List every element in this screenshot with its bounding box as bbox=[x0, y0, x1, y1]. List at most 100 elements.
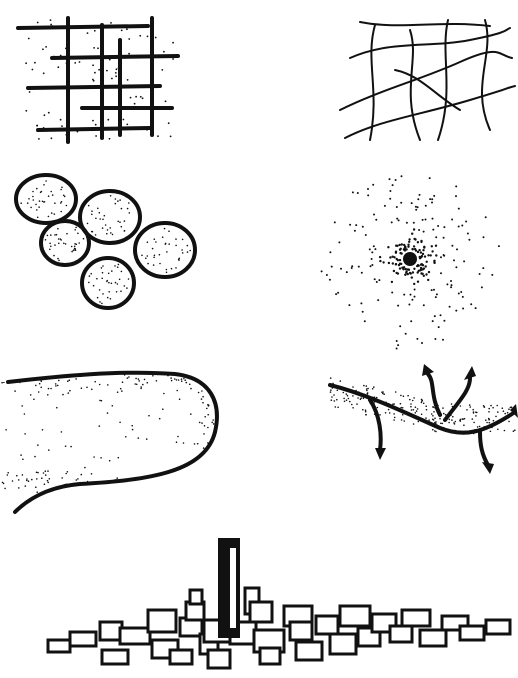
stipple-dot bbox=[30, 394, 32, 396]
stipple-dot bbox=[346, 393, 348, 395]
stipple-dot bbox=[48, 388, 50, 390]
stipple-dot bbox=[410, 403, 412, 405]
stipple-dot bbox=[401, 267, 403, 269]
stipple-dot bbox=[400, 407, 402, 409]
stipple-dot bbox=[176, 390, 178, 392]
stipple-dot bbox=[99, 212, 101, 214]
stipple-dot bbox=[420, 251, 422, 253]
stipple-dot bbox=[105, 224, 107, 226]
stipple-dot bbox=[83, 238, 85, 240]
grid-pattern-panel bbox=[0, 0, 200, 150]
stipple-dot bbox=[432, 419, 434, 421]
stipple-dot bbox=[92, 79, 94, 81]
stipple-dot bbox=[24, 433, 26, 435]
stipple-dot bbox=[365, 411, 367, 413]
stipple-dot bbox=[498, 245, 500, 247]
stipple-dot bbox=[88, 282, 90, 284]
network-line bbox=[438, 20, 448, 140]
stipple-dot bbox=[126, 287, 128, 289]
stipple-dot bbox=[116, 502, 118, 504]
building-block bbox=[486, 620, 510, 634]
stipple-dot bbox=[63, 243, 65, 245]
stipple-dot bbox=[395, 179, 397, 181]
stipple-dot bbox=[1, 378, 3, 380]
stipple-dot bbox=[168, 122, 170, 124]
stipple-dot bbox=[458, 208, 460, 210]
stipple-dot bbox=[417, 198, 419, 200]
stipple-dot bbox=[419, 257, 421, 259]
stipple-dot bbox=[203, 447, 205, 449]
stipple-dot bbox=[349, 224, 351, 226]
stipple-dot bbox=[216, 386, 218, 388]
stipple-dot bbox=[42, 201, 44, 203]
stipple-dot bbox=[413, 228, 415, 230]
stipple-dot bbox=[454, 423, 456, 425]
stipple-dot bbox=[440, 256, 442, 258]
stipple-dot bbox=[364, 320, 366, 322]
stipple-dot bbox=[433, 195, 435, 197]
building-block bbox=[170, 650, 192, 664]
stipple-dot bbox=[141, 255, 143, 257]
stipple-dot bbox=[3, 381, 5, 383]
stipple-dot bbox=[35, 486, 37, 488]
stipple-dot bbox=[432, 320, 434, 322]
stipple-dot bbox=[69, 390, 71, 392]
building-block bbox=[402, 610, 430, 626]
stipple-dot bbox=[74, 229, 76, 231]
stipple-dot bbox=[151, 483, 153, 485]
stipple-dot bbox=[363, 398, 365, 400]
stipple-dot bbox=[128, 202, 130, 204]
stipple-dot bbox=[156, 380, 158, 382]
stipple-dot bbox=[132, 429, 134, 431]
stipple-dot bbox=[475, 415, 477, 417]
stipple-dot bbox=[473, 411, 475, 413]
stipple-dot bbox=[414, 296, 416, 298]
stipple-dot bbox=[94, 381, 96, 383]
stipple-dot bbox=[121, 226, 123, 228]
stipple-dot bbox=[346, 271, 348, 273]
stipple-dot bbox=[367, 194, 369, 196]
stipple-dot bbox=[329, 251, 331, 253]
stipple-dot bbox=[365, 409, 367, 411]
stipple-dot bbox=[74, 246, 76, 248]
stipple-dot bbox=[126, 124, 128, 126]
stipple-dot bbox=[443, 255, 445, 257]
stipple-dot bbox=[451, 284, 453, 286]
stipple-dot bbox=[479, 273, 481, 275]
stipple-dot bbox=[38, 391, 40, 393]
stipple-dot bbox=[351, 404, 353, 406]
stipple-dot bbox=[203, 433, 205, 435]
stipple-dot bbox=[102, 219, 104, 221]
stipple-dot bbox=[458, 293, 460, 295]
stipple-dot bbox=[217, 373, 219, 375]
stipple-dot bbox=[144, 379, 146, 381]
stipple-dot bbox=[374, 248, 376, 250]
stipple-dot bbox=[70, 491, 72, 493]
stipple-dot bbox=[160, 489, 162, 491]
stipple-dot bbox=[120, 290, 122, 292]
stipple-dot bbox=[401, 243, 403, 245]
stipple-dot bbox=[456, 248, 458, 250]
stipple-dot bbox=[139, 35, 141, 37]
stipple-dot bbox=[110, 22, 112, 24]
stipple-dot bbox=[95, 135, 97, 137]
stipple-dot bbox=[415, 249, 417, 251]
stipple-dot bbox=[201, 398, 203, 400]
stipple-dot bbox=[407, 273, 409, 275]
stipple-dot bbox=[171, 380, 173, 382]
stipple-dot bbox=[50, 374, 52, 376]
stipple-dot bbox=[101, 303, 103, 305]
stipple-dot bbox=[417, 206, 419, 208]
stipple-dot bbox=[99, 218, 101, 220]
stipple-dot bbox=[111, 283, 113, 285]
stipple-dot bbox=[397, 259, 399, 261]
stipple-dot bbox=[410, 320, 412, 322]
stipple-dot bbox=[418, 421, 420, 423]
stipple-dot bbox=[413, 423, 415, 425]
stipple-dot bbox=[451, 219, 453, 221]
stipple-dot bbox=[28, 480, 30, 482]
stipple-dot bbox=[108, 273, 110, 275]
stipple-dot bbox=[106, 233, 108, 235]
stipple-dot bbox=[95, 124, 97, 126]
stipple-dot bbox=[326, 274, 328, 276]
